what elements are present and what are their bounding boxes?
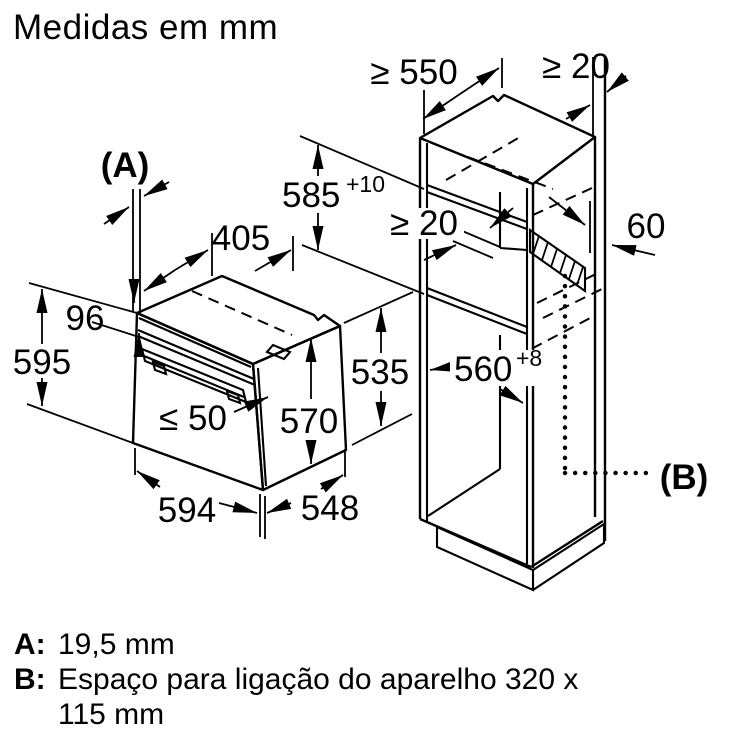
dim-niche-width: 560 +8: [429, 345, 554, 404]
dim-oven-depth-label: 548: [301, 489, 359, 528]
dim-oven-panel-a: (A): [101, 146, 170, 314]
cabinet-drawing: [418, 57, 653, 592]
dim-oven-panel-height: 96: [28, 279, 145, 357]
dim-oven-depth: 548: [266, 449, 359, 528]
dim-oven-rear-gap: ≤ 50: [159, 396, 269, 438]
dim-oven-top-depth-label: 405: [212, 219, 270, 258]
dim-oven-width-label: 594: [158, 491, 216, 530]
oven-handle: [140, 347, 248, 405]
legend-key-a: A:: [14, 628, 46, 661]
dim-oven-height-label: 595: [13, 343, 71, 382]
dim-connection-offset-label: 60: [627, 207, 666, 246]
dim-niche-rear-gap-label: ≥ 20: [390, 204, 458, 243]
dim-niche-height-tolerance: +10: [346, 171, 385, 197]
page-title: Medidas em mm: [13, 8, 279, 47]
connection-area-hatch: [528, 227, 587, 294]
dim-oven-width: 594: [134, 448, 266, 539]
dim-oven-body-height-label: 570: [280, 402, 338, 441]
legend-row-b: B: Espaço para ligação do aparelho 320 x…: [14, 662, 738, 732]
dim-connection-offset: 60: [548, 196, 666, 256]
dim-niche-height-label: 585: [282, 176, 340, 215]
dim-oven-panel-height-label: 96: [66, 299, 105, 338]
legend: A: 19,5 mm B: Espaço para ligação do apa…: [14, 627, 738, 732]
dim-oven-top-depth: 405: [143, 219, 294, 292]
oven-top-hidden-line: [191, 290, 293, 336]
dim-cabinet-depth-label: ≥ 550: [370, 53, 457, 92]
legend-value-b-line1: Espaço para ligação do aparelho 320 x: [58, 663, 579, 696]
dim-oven-body-height: 570: [280, 338, 338, 464]
dim-niche-width-label: 560: [454, 350, 512, 389]
dim-oven-height: 595: [13, 289, 134, 444]
connection-area-label: (B): [660, 458, 709, 497]
dim-oven-rear-gap-label: ≤ 50: [159, 399, 227, 438]
legend-key-b: B:: [14, 663, 46, 696]
oven-side-grip: [265, 343, 292, 361]
dim-oven-body-height-right: 535: [343, 291, 414, 446]
dim-niche-rear-gap: ≥ 20: [384, 204, 514, 261]
legend-row-a: A: 19,5 mm: [14, 627, 738, 662]
oven-drawing: [131, 274, 348, 492]
legend-value-a: 19,5 mm: [58, 628, 175, 661]
dim-cabinet-depth: ≥ 550: [370, 53, 503, 134]
legend-value-b-line2: 115 mm: [58, 698, 165, 731]
dim-oven-panel-a-label: (A): [101, 146, 150, 185]
dim-oven-body-height-right-label: 535: [351, 353, 409, 392]
dim-niche-width-tolerance: +8: [516, 345, 542, 371]
dim-cabinet-rear-gap-top-label: ≥ 20: [542, 47, 610, 86]
dim-niche-height: 585 +10: [280, 135, 425, 295]
dim-cabinet-rear-gap-top: ≥ 20: [542, 47, 629, 122]
